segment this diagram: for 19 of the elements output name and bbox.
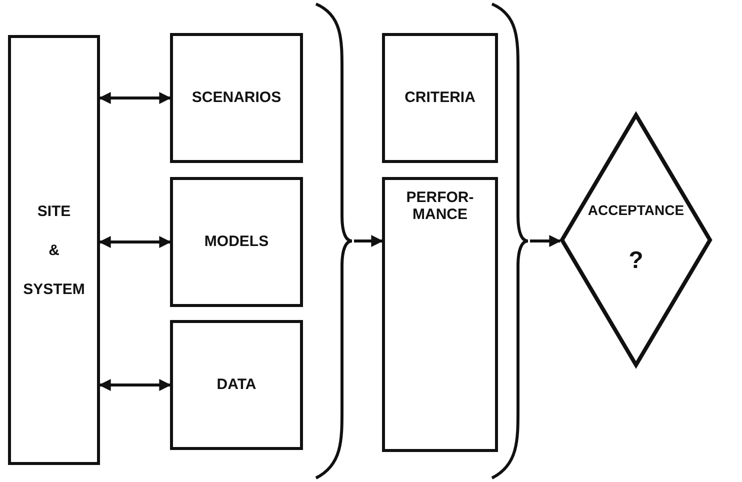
arrow bbox=[530, 235, 562, 247]
box-label: DATA bbox=[216, 374, 256, 395]
component-box bbox=[170, 320, 303, 450]
box-label: SCENARIOS bbox=[192, 88, 282, 108]
question-mark: ? bbox=[628, 246, 644, 276]
system-box bbox=[8, 35, 100, 465]
arrow bbox=[98, 236, 172, 248]
box-label: MODELS bbox=[204, 232, 269, 252]
component-box bbox=[170, 33, 303, 163]
box-label: CRITERIA bbox=[404, 88, 476, 108]
box-label: PERFOR- MANCE bbox=[405, 190, 475, 223]
box-label: SITE & SYSTEM bbox=[22, 202, 86, 300]
box-label: ACCEPTANCE bbox=[588, 200, 684, 220]
component-box bbox=[170, 177, 303, 307]
arrow bbox=[98, 92, 172, 104]
criteria-box bbox=[382, 33, 498, 163]
arrow bbox=[354, 235, 384, 247]
arrow bbox=[98, 379, 172, 391]
performance-box bbox=[382, 177, 498, 452]
